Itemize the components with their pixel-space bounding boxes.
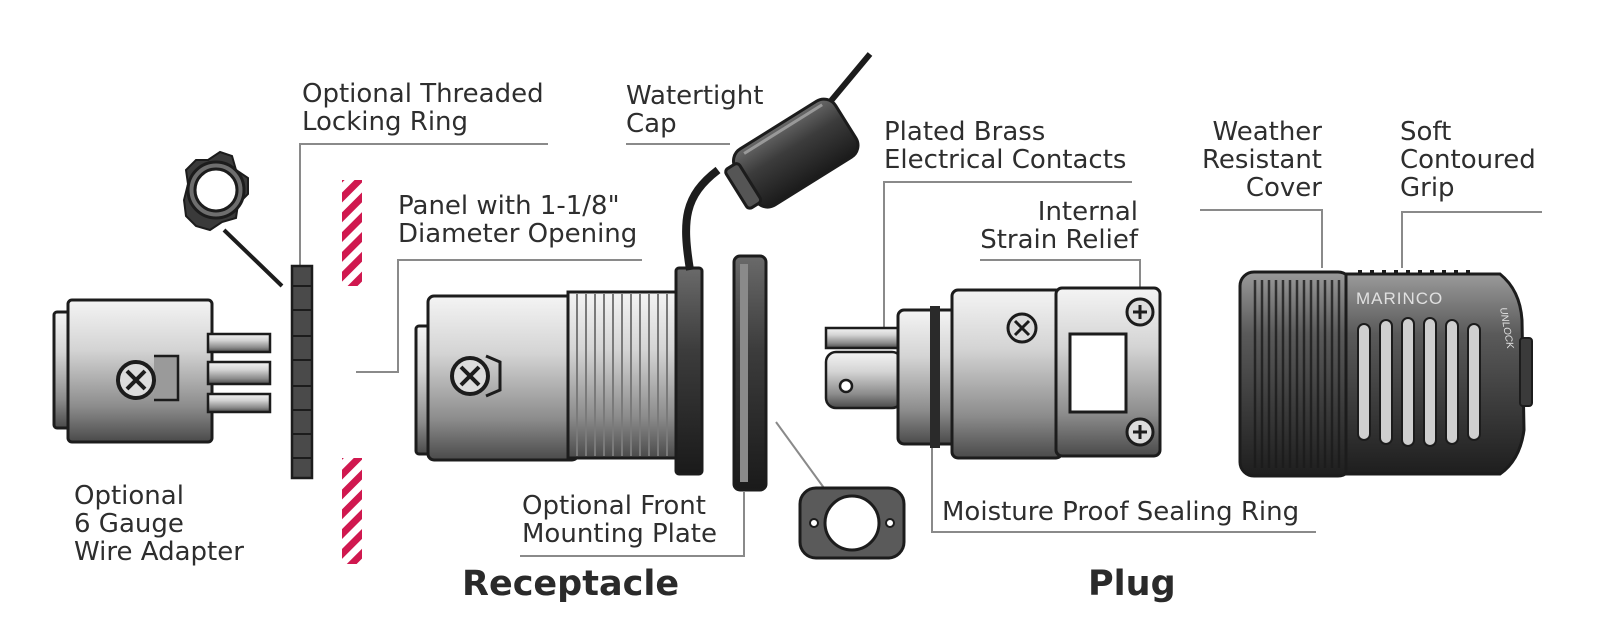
plug-cover-icon: MARINCO UNLOCK bbox=[1238, 270, 1533, 478]
heading-receptacle: Receptacle bbox=[462, 564, 680, 604]
label-panel: Panel with 1-1/8"Diameter Opening bbox=[398, 191, 638, 249]
receptacle-body-icon bbox=[414, 166, 721, 476]
watertight-cap-icon bbox=[724, 52, 873, 210]
panel-section-icon bbox=[342, 180, 362, 564]
locking-ring-icon bbox=[182, 150, 284, 288]
brand-marking: MARINCO bbox=[1356, 289, 1443, 308]
leader-plate-hint bbox=[775, 421, 825, 489]
leader-strain-relief bbox=[980, 259, 1141, 292]
label-sealing-ring: Moisture Proof Sealing Ring bbox=[942, 497, 1300, 527]
leader-weather-cover bbox=[1200, 209, 1323, 268]
plug-core-icon bbox=[824, 286, 1162, 460]
leader-panel bbox=[356, 259, 642, 373]
front-plate-front-icon bbox=[798, 486, 906, 560]
leader-locking-ring bbox=[299, 143, 548, 268]
leader-contacts bbox=[883, 181, 1132, 330]
wire-adapter-icon bbox=[52, 298, 272, 444]
leader-lines bbox=[299, 143, 1542, 557]
leader-grip bbox=[1401, 211, 1542, 268]
front-mounting-plate-icon bbox=[732, 254, 768, 492]
heading-plug: Plug bbox=[1088, 564, 1176, 604]
leader-sealing-ring bbox=[931, 436, 1316, 533]
locking-ring-side-icon bbox=[290, 264, 314, 480]
leader-front-plate bbox=[520, 492, 745, 557]
